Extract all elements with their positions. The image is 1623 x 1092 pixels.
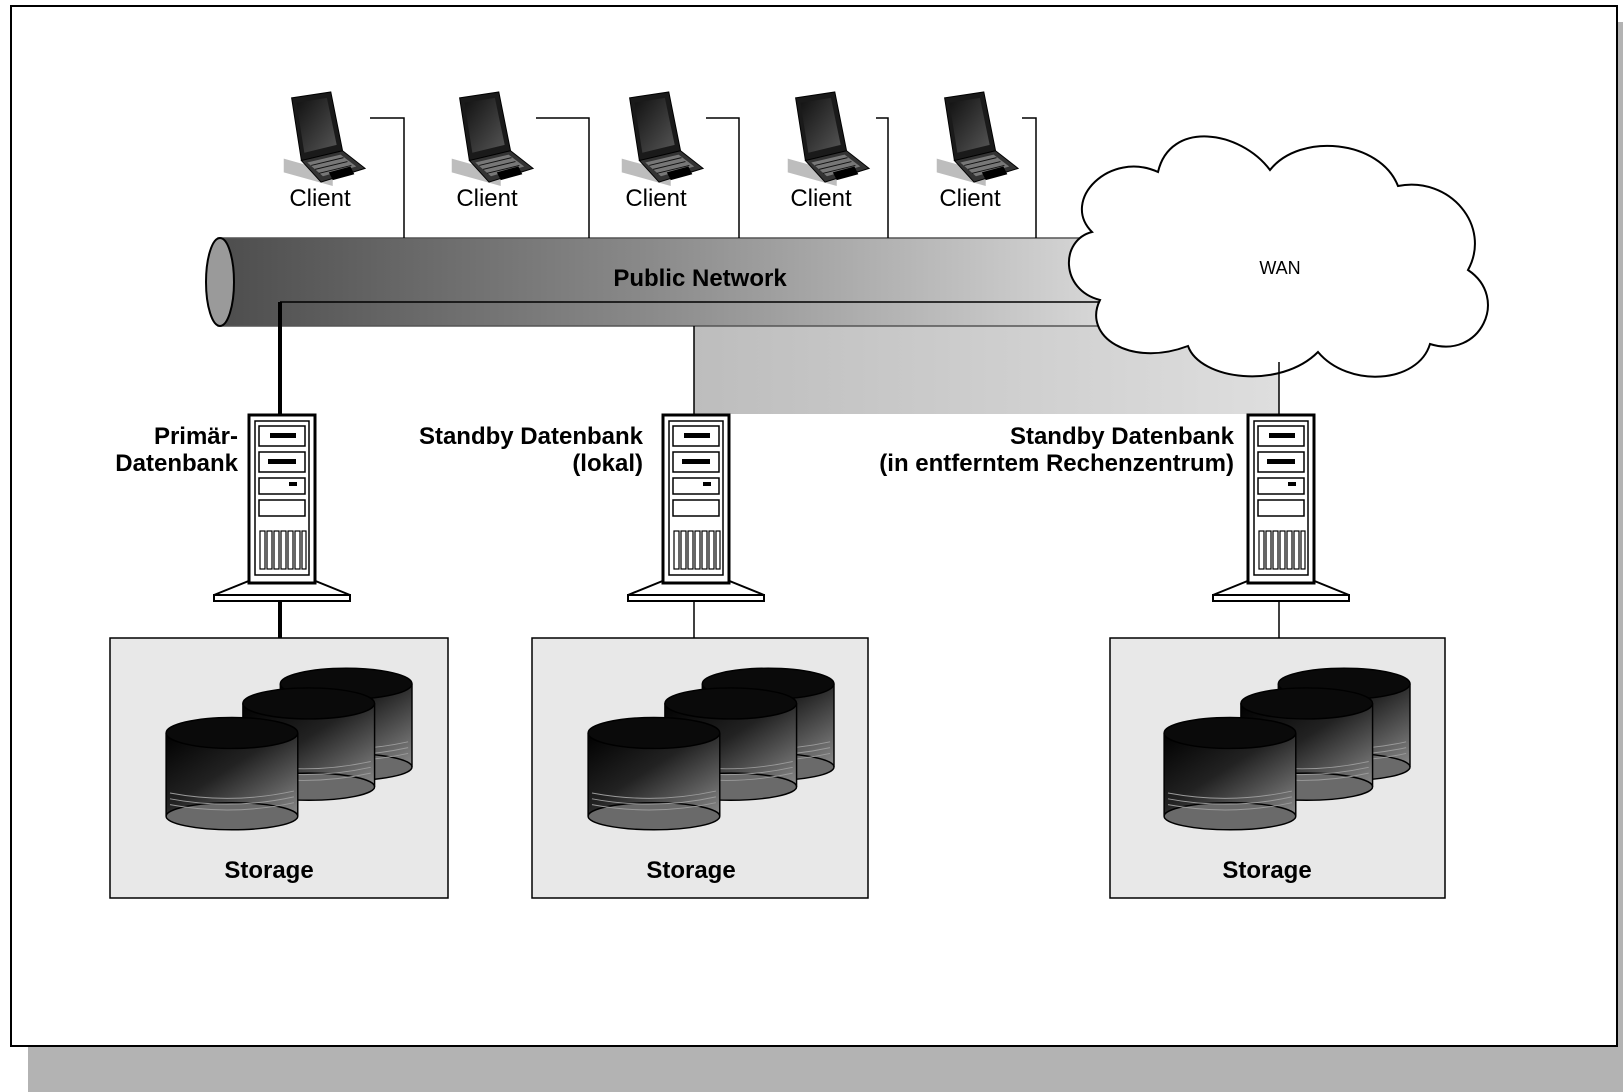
storage-label: Storage xyxy=(1222,857,1312,884)
client-label: Client xyxy=(625,185,687,212)
client-connector xyxy=(1022,117,1037,238)
client-connector xyxy=(536,117,590,238)
pipe-end xyxy=(205,237,235,327)
primary-db-label-line2: Datenbank xyxy=(115,449,238,477)
client-label: Client xyxy=(289,185,351,212)
client-label: Client xyxy=(790,185,852,212)
primary-db-label-line1: Primär- xyxy=(153,423,238,450)
storage-label: Storage xyxy=(224,857,314,884)
standby-remote-label-line1: Standby Datenbank xyxy=(1009,423,1234,450)
wan-cloud-icon xyxy=(1068,135,1489,378)
standby-local-label-line2: (lokal) xyxy=(572,449,643,477)
client-label: Client xyxy=(456,185,518,212)
standby-local-label-line1: Standby Datenbank xyxy=(418,423,643,450)
client-connector xyxy=(370,117,405,238)
standby-remote-label-line2: (in entferntem Rechenzentrum) xyxy=(879,449,1234,477)
standby-local-db-label: Standby Datenbank (lokal) xyxy=(342,423,643,478)
client-connector xyxy=(876,117,889,238)
wan-label: WAN xyxy=(1259,258,1301,278)
storage-label: Storage xyxy=(646,857,736,884)
client-connector xyxy=(706,117,740,238)
client-label: Client xyxy=(939,185,1001,212)
primary-db-label: Primär- Datenbank xyxy=(60,423,238,478)
standby-remote-db-label: Standby Datenbank (in entferntem Rechenz… xyxy=(800,423,1234,478)
public-network-label: Public Network xyxy=(613,265,787,292)
